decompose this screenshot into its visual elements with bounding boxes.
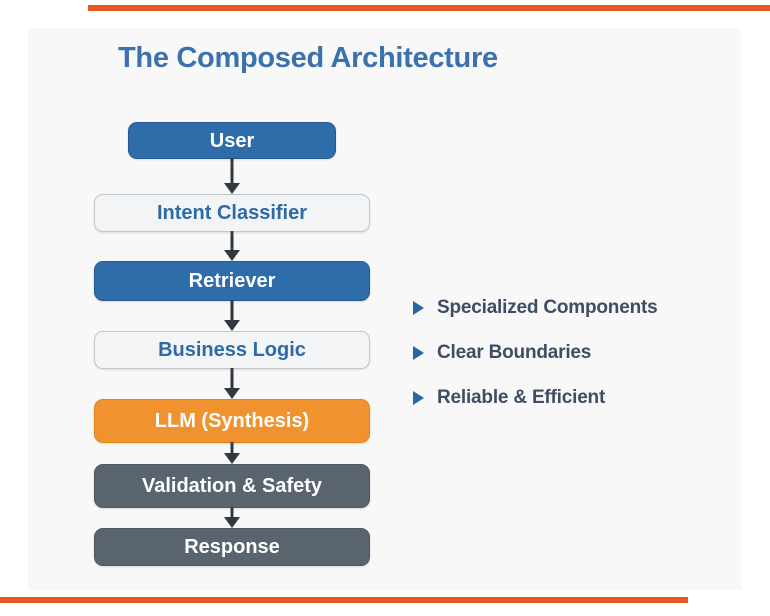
flow-node-business-logic: Business Logic bbox=[94, 331, 370, 369]
flowchart: User Intent Classifier Retriever Busines… bbox=[94, 122, 370, 566]
bullet-item: Reliable & Efficient bbox=[413, 387, 657, 409]
flow-node-user: User bbox=[128, 122, 336, 159]
down-arrow-icon bbox=[94, 508, 370, 528]
slide: The Composed Architecture User Intent Cl… bbox=[28, 28, 741, 590]
flow-node-intent-classifier: Intent Classifier bbox=[94, 194, 370, 232]
flow-node-response: Response bbox=[94, 528, 370, 566]
top-accent-bar bbox=[88, 5, 770, 11]
bullet-item: Clear Boundaries bbox=[413, 342, 657, 364]
flow-node-retriever: Retriever bbox=[94, 261, 370, 301]
flow-node-llm-synthesis: LLM (Synthesis) bbox=[94, 399, 370, 443]
bullet-label: Reliable & Efficient bbox=[437, 387, 606, 408]
down-arrow-icon bbox=[94, 301, 370, 331]
bottom-accent-bar bbox=[0, 597, 688, 603]
bullet-label: Clear Boundaries bbox=[437, 342, 592, 363]
bullet-item: Specialized Components bbox=[413, 297, 658, 319]
bullet-triangle-icon bbox=[413, 301, 424, 315]
down-arrow-icon bbox=[94, 443, 370, 464]
down-arrow-icon bbox=[94, 232, 370, 261]
bullet-label: Specialized Components bbox=[437, 297, 658, 318]
bullet-triangle-icon bbox=[413, 391, 424, 405]
down-arrow-icon bbox=[94, 159, 370, 194]
down-arrow-icon bbox=[94, 369, 370, 399]
bullet-triangle-icon bbox=[413, 346, 424, 360]
bullet-list: Specialized Components Clear Boundaries … bbox=[413, 297, 658, 432]
flow-node-validation-safety: Validation & Safety bbox=[94, 464, 370, 508]
slide-title: The Composed Architecture bbox=[118, 42, 498, 74]
